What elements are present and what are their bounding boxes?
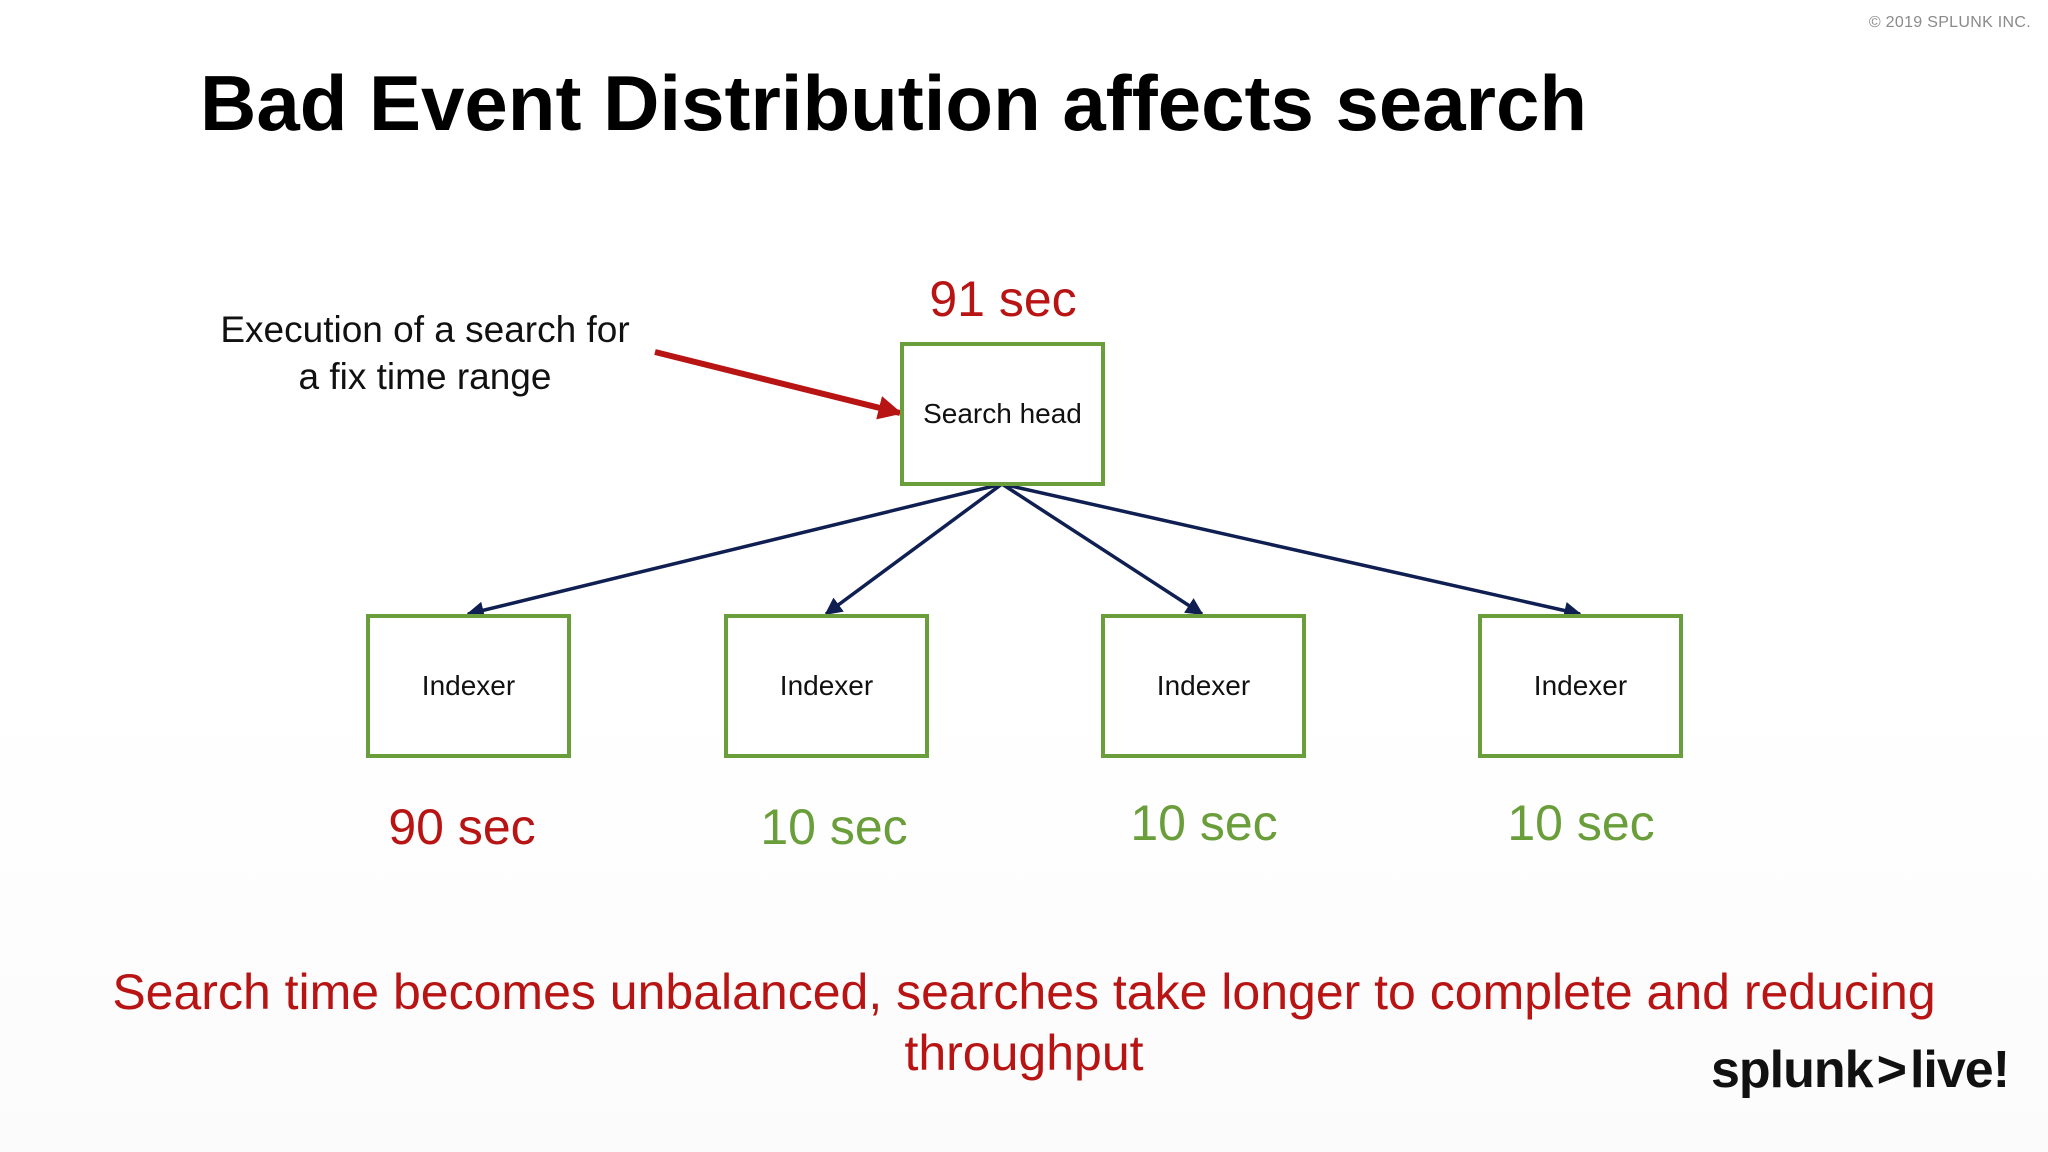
- indexer-time-1: 90 sec: [388, 799, 536, 855]
- indexer-time-4: 10 sec: [1507, 795, 1655, 851]
- logo-word-live: live!: [1909, 1041, 2010, 1099]
- indexer-box-4: Indexer: [1478, 614, 1683, 758]
- connector-indexer-2: [824, 482, 1004, 616]
- indexer-label-1: Indexer: [421, 670, 516, 701]
- slide-title: Bad Event Distribution affects search: [200, 59, 1588, 147]
- indexer-box-1: Indexer: [366, 614, 571, 758]
- annotation-pointer-arrow: [654, 349, 903, 420]
- annotation-line-2: a fix time range: [298, 356, 552, 397]
- indexer-label-2: Indexer: [779, 670, 874, 701]
- conclusion-text: Search time becomes unbalanced, searches…: [60, 962, 1988, 1084]
- connector-indexer-4: [1001, 482, 1582, 620]
- indexer-label-3: Indexer: [1156, 670, 1251, 701]
- annotation-line-1: Execution of a search for: [220, 309, 630, 350]
- splunk-live-logo: splunk>live!: [1711, 1040, 2010, 1100]
- logo-word-splunk: splunk: [1711, 1041, 1874, 1099]
- copyright-notice: © 2019 SPLUNK INC.: [1868, 14, 2031, 31]
- logo-chevron: >: [1876, 1041, 1907, 1099]
- conclusion-line-2: throughput: [904, 1025, 1144, 1081]
- search-head-label: Search head: [923, 398, 1082, 429]
- conclusion-line-1: Search time becomes unbalanced, searches…: [112, 964, 1936, 1020]
- indexer-box-3: Indexer: [1101, 614, 1306, 758]
- connector-indexer-1: [466, 482, 1003, 619]
- indexer-box-2: Indexer: [724, 614, 929, 758]
- search-head-box: Search head: [900, 342, 1105, 486]
- indexer-label-4: Indexer: [1533, 670, 1628, 701]
- indexer-time-3: 10 sec: [1130, 795, 1278, 851]
- indexer-time-2: 10 sec: [760, 799, 908, 855]
- search-head-time: 91 sec: [929, 271, 1077, 327]
- connector-indexer-3: [1001, 482, 1204, 616]
- search-annotation: Execution of a search for a fix time ran…: [190, 306, 660, 400]
